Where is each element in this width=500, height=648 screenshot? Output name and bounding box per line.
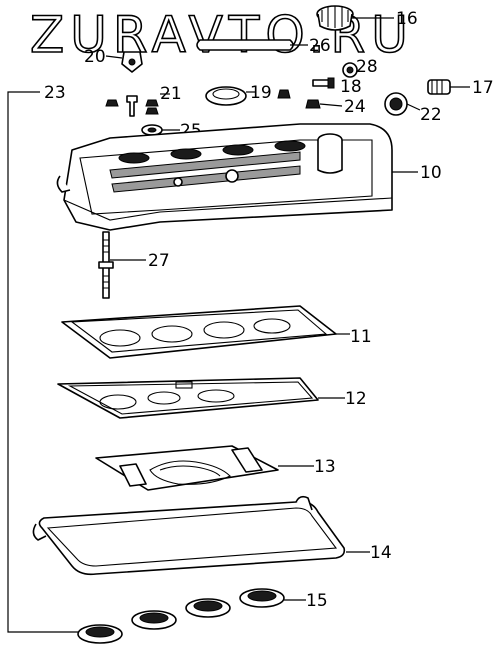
callout-28: 28 xyxy=(356,57,378,77)
cover-gasket-part-14: 14 xyxy=(32,495,392,576)
callout-12: 12 xyxy=(345,389,367,409)
callout-20: 20 xyxy=(84,47,106,67)
baffle-plate-part-13: 13 xyxy=(95,445,336,491)
gasket-part-11: 11 xyxy=(61,305,372,359)
callout-11: 11 xyxy=(350,327,372,347)
seal-ring-3 xyxy=(185,598,231,618)
nut-near-part-19 xyxy=(277,89,291,99)
callout-27: 27 xyxy=(148,251,170,271)
grommet-part-22: 22 xyxy=(384,92,442,125)
seal-ring-1 xyxy=(77,624,123,644)
callout-19: 19 xyxy=(250,83,272,103)
callout-26: 26 xyxy=(309,36,331,56)
callout-24: 24 xyxy=(344,97,366,117)
screw-part-24: 24 xyxy=(305,97,366,117)
callout-22: 22 xyxy=(420,105,442,125)
clamp-part-20: 20 xyxy=(84,47,143,73)
breather-hose-part-26: 26 xyxy=(196,36,331,56)
seal-ring-2 xyxy=(131,610,177,630)
bolt-part-18: 18 xyxy=(312,77,362,97)
seals-part-15: 15 xyxy=(77,588,328,644)
callout-23: 23 xyxy=(44,83,66,103)
bolts-part-21: 21 xyxy=(105,84,182,117)
callout-17: 17 xyxy=(472,78,494,98)
callout-10: 10 xyxy=(420,163,442,183)
grommet-part-28: 28 xyxy=(342,57,378,78)
seal-ring-part-19: 19 xyxy=(205,83,272,106)
callout-21: 21 xyxy=(160,84,182,104)
callout-18: 18 xyxy=(340,77,362,97)
seal-ring-4 xyxy=(239,588,285,608)
callout-15: 15 xyxy=(306,591,328,611)
bracket-23: 23 xyxy=(7,83,80,633)
valve-cover-part-10: 10 xyxy=(56,123,442,231)
callout-13: 13 xyxy=(314,457,336,477)
callout-14: 14 xyxy=(370,543,392,563)
gasket-plate-part-12: 12 xyxy=(57,377,367,419)
stud-bolt-part-27: 27 xyxy=(98,231,170,299)
sensor-part-17: 17 xyxy=(427,78,494,98)
callout-16: 16 xyxy=(396,9,418,29)
oil-filler-cap-part-16: 16 xyxy=(316,5,418,31)
